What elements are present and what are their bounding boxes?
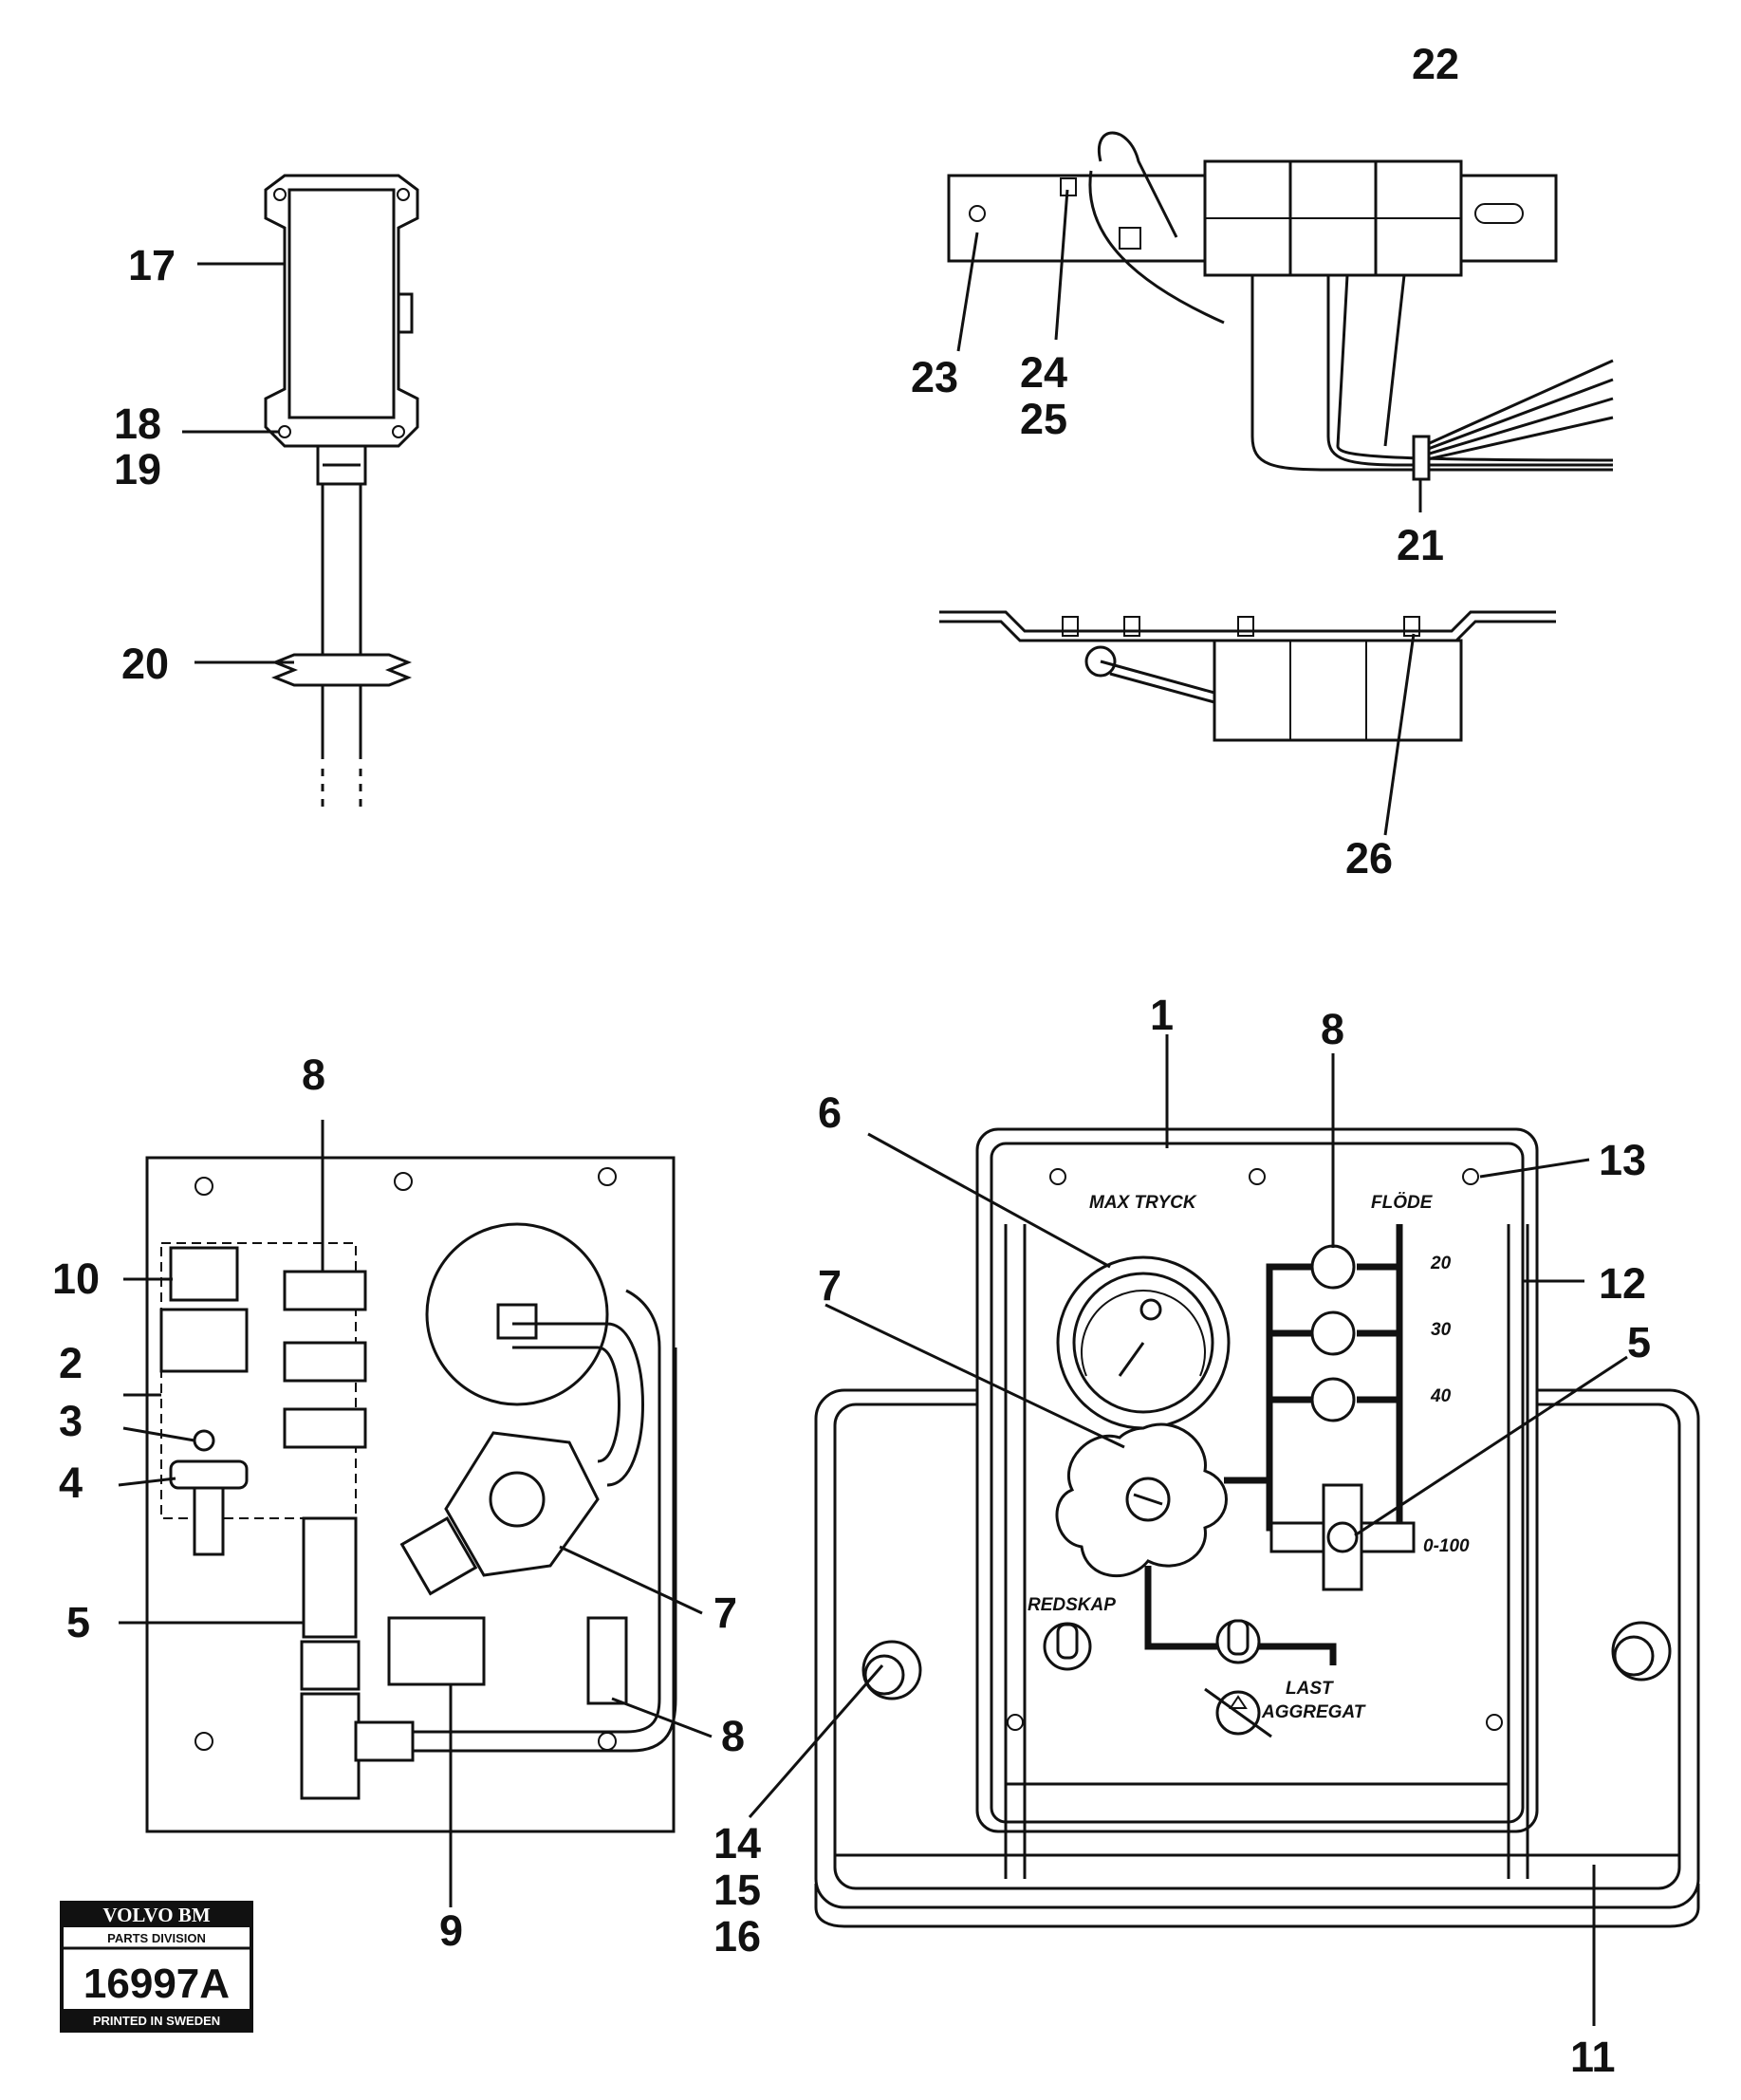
- stamp-printed: PRINTED IN SWEDEN: [93, 2014, 220, 2028]
- stamp-number: 16997A: [83, 1961, 230, 2007]
- callout-16: 16: [713, 1912, 761, 1961]
- callout-6: 6: [818, 1088, 842, 1137]
- callout-19: 19: [114, 445, 161, 493]
- valve-plate-rear: [145, 1156, 677, 1833]
- label-flow-20: 20: [1430, 1254, 1452, 1273]
- label-redskap: REDSKAP: [1028, 1595, 1116, 1615]
- callout-12: 12: [1599, 1259, 1646, 1308]
- callout-7-left: 7: [713, 1589, 737, 1637]
- callout-7-panel: 7: [818, 1261, 842, 1310]
- stamp-brand: VOLVO BM: [102, 1904, 210, 1926]
- control-panel-front: MAX TRYCK FLÖDE 20 30 40 0-100 REDSKAP L…: [814, 1127, 1700, 1928]
- callout-18: 18: [114, 400, 161, 448]
- label-last: LAST: [1286, 1679, 1334, 1699]
- callout-25: 25: [1020, 395, 1067, 443]
- bracket-side-view: [939, 610, 1556, 742]
- label-flow-30: 30: [1431, 1320, 1452, 1340]
- callout-8-bottom-left: 8: [721, 1712, 745, 1760]
- callout-14: 14: [713, 1819, 761, 1868]
- label-flow-40: 40: [1430, 1386, 1452, 1406]
- callout-3: 3: [59, 1397, 83, 1445]
- callout-21: 21: [1397, 521, 1444, 569]
- callout-17: 17: [128, 241, 176, 289]
- label-max-tryck: MAX TRYCK: [1089, 1193, 1197, 1213]
- callout-2: 2: [59, 1339, 83, 1387]
- callout-8-top-left: 8: [302, 1050, 325, 1099]
- callout-22: 22: [1412, 40, 1459, 88]
- callout-15: 15: [713, 1866, 761, 1914]
- callout-8-panel: 8: [1321, 1005, 1344, 1053]
- callout-20: 20: [121, 640, 169, 688]
- callout-9: 9: [439, 1906, 463, 1955]
- callout-1: 1: [1150, 991, 1174, 1039]
- callout-26: 26: [1345, 834, 1393, 883]
- parts-stamp: VOLVO BM PARTS DIVISION 16997A PRINTED I…: [60, 1901, 253, 2033]
- label-flow-range: 0-100: [1423, 1536, 1470, 1556]
- label-flode: FLÖDE: [1371, 1193, 1434, 1213]
- callout-11: 11: [1570, 2033, 1616, 2081]
- label-aggregat: AGGREGAT: [1261, 1702, 1366, 1722]
- callout-24: 24: [1020, 348, 1067, 397]
- stamp-division: PARTS DIVISION: [107, 1931, 206, 1945]
- callout-5-panel: 5: [1627, 1318, 1651, 1366]
- callout-numbers: 17 18 19 20 22 23 24 25 21 26 8 10 2 3 4…: [52, 40, 1651, 2081]
- callout-23: 23: [911, 353, 958, 401]
- callout-5-left: 5: [66, 1598, 90, 1646]
- callout-10: 10: [52, 1254, 100, 1303]
- leader-lines: [118, 189, 1628, 2026]
- callout-4: 4: [59, 1459, 83, 1507]
- callout-13: 13: [1599, 1136, 1646, 1184]
- sensor-assembly: [264, 174, 419, 807]
- relay-bracket: [947, 131, 1614, 481]
